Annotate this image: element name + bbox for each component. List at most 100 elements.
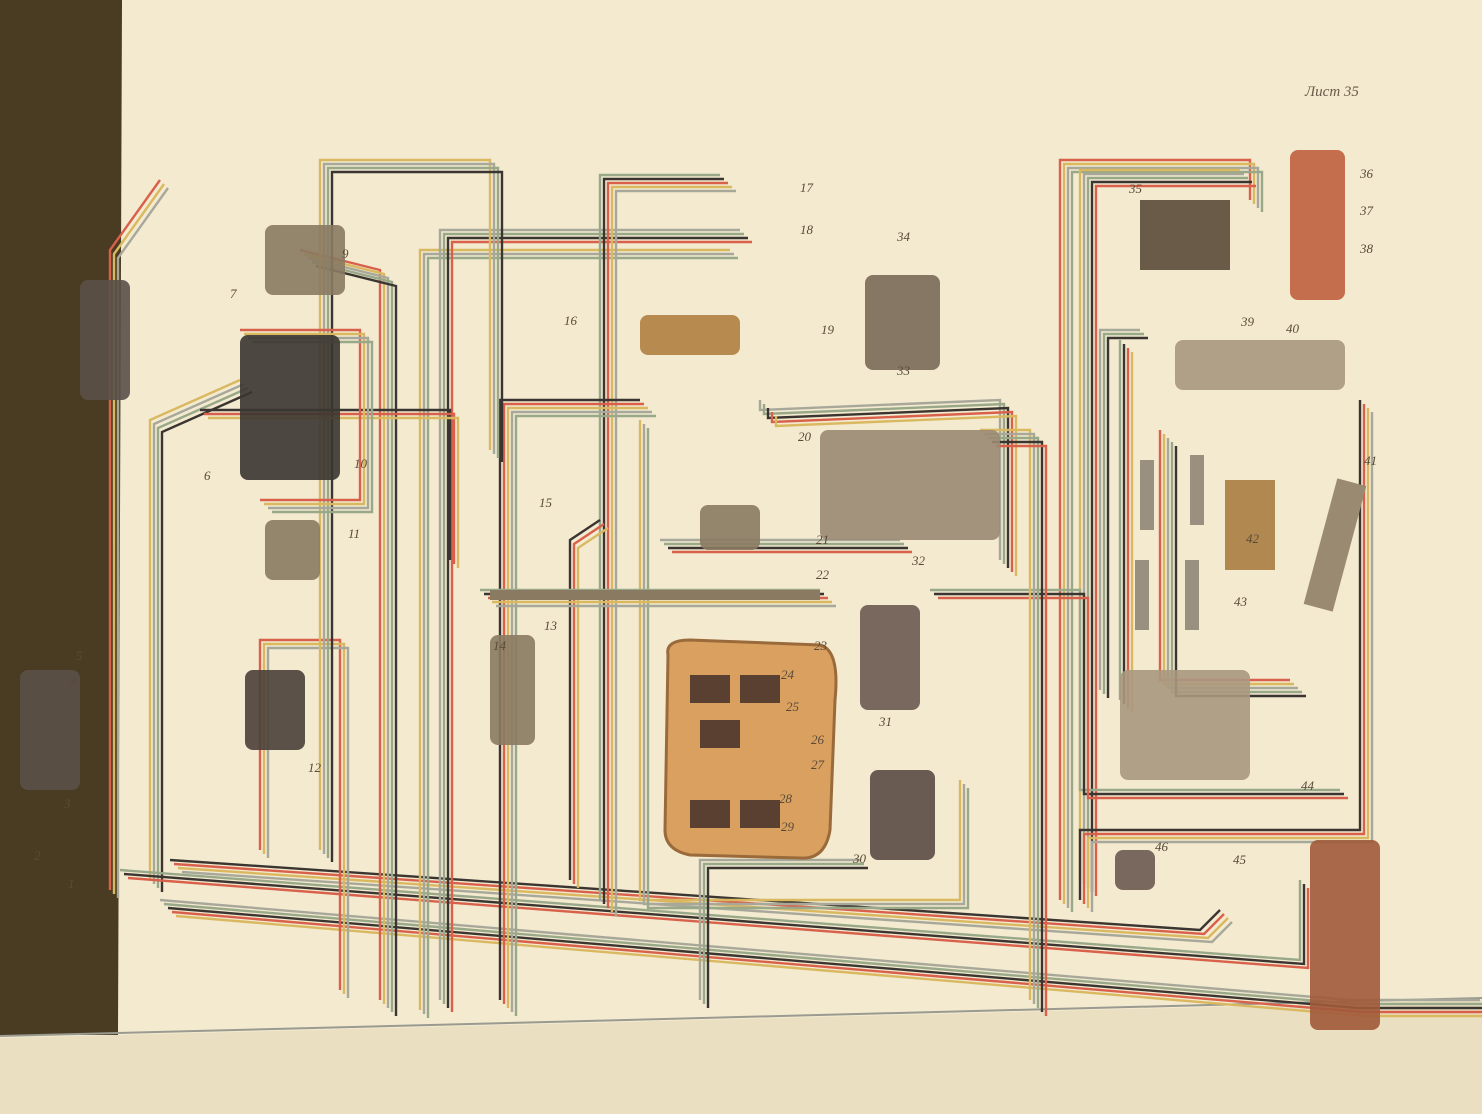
wire-harness bbox=[108, 158, 1482, 1018]
wire bbox=[610, 185, 732, 912]
wire bbox=[123, 872, 1306, 966]
wire bbox=[244, 332, 366, 506]
wire bbox=[266, 646, 350, 998]
spark-plug bbox=[1140, 460, 1154, 530]
wire bbox=[646, 428, 970, 910]
wire bbox=[1090, 180, 1252, 892]
component-label-4: 4 bbox=[70, 674, 77, 689]
component-label-12: 12 bbox=[308, 760, 322, 775]
wire bbox=[160, 390, 253, 892]
wire bbox=[438, 228, 740, 1000]
wire bbox=[614, 189, 736, 916]
wire bbox=[774, 414, 1018, 576]
wire bbox=[980, 428, 1032, 1000]
wire bbox=[1086, 408, 1370, 908]
relay-33 bbox=[865, 275, 940, 370]
wire bbox=[173, 862, 1225, 936]
component-label-28: 28 bbox=[779, 791, 793, 806]
wire bbox=[992, 440, 1044, 1012]
wire bbox=[770, 410, 1014, 572]
wire bbox=[177, 866, 1229, 940]
connector-35 bbox=[1140, 200, 1230, 270]
component-label-22: 22 bbox=[816, 567, 830, 582]
component-label-20: 20 bbox=[798, 429, 812, 444]
component-label-40: 40 bbox=[1286, 321, 1300, 336]
component-label-18: 18 bbox=[800, 222, 814, 237]
component-label-35: 35 bbox=[1128, 181, 1143, 196]
starter-motor bbox=[820, 430, 1000, 540]
component-label-36: 36 bbox=[1359, 166, 1374, 181]
wire bbox=[127, 876, 1310, 970]
wire bbox=[698, 858, 860, 1000]
gauge bbox=[740, 675, 780, 703]
relay-30 bbox=[870, 770, 935, 860]
shaft-14-23 bbox=[490, 590, 820, 600]
wire bbox=[638, 420, 962, 902]
wire bbox=[330, 170, 504, 862]
voltage-regulator bbox=[245, 670, 305, 750]
wire bbox=[1070, 170, 1264, 912]
sheet-header: Лист 35 bbox=[1304, 84, 1359, 100]
component-label-21: 21 bbox=[816, 532, 829, 547]
wire bbox=[116, 187, 169, 898]
wire bbox=[576, 527, 609, 888]
spark-plug bbox=[1190, 455, 1204, 525]
component-label-38: 38 bbox=[1359, 241, 1374, 256]
wire bbox=[442, 232, 744, 1004]
component-label-13: 13 bbox=[544, 618, 558, 633]
components bbox=[20, 150, 1380, 1030]
component-label-45: 45 bbox=[1233, 852, 1247, 867]
wire bbox=[598, 173, 720, 900]
spark-plug bbox=[1135, 560, 1149, 630]
wire bbox=[112, 183, 165, 894]
component-label-5: 5 bbox=[76, 648, 83, 663]
wire bbox=[152, 382, 245, 884]
wire bbox=[510, 410, 652, 1012]
component-label-9: 9 bbox=[342, 246, 349, 261]
wire bbox=[702, 862, 864, 1004]
wire bbox=[572, 523, 605, 884]
wire bbox=[498, 398, 640, 1000]
horn-41 bbox=[1303, 478, 1367, 612]
component-label-31: 31 bbox=[878, 714, 892, 729]
tail-lamp-36-38 bbox=[1290, 150, 1345, 300]
lower-page bbox=[0, 1000, 1482, 1114]
fuse-box bbox=[240, 335, 340, 480]
wire bbox=[1062, 162, 1256, 904]
wire bbox=[446, 236, 748, 1008]
wire bbox=[148, 378, 241, 880]
component-labels: 1234567910111213141516171819202122232425… bbox=[34, 166, 1377, 891]
wire bbox=[766, 406, 1010, 568]
component-label-27: 27 bbox=[811, 757, 825, 772]
component-label-16: 16 bbox=[564, 313, 578, 328]
component-label-37: 37 bbox=[1359, 203, 1374, 218]
wire bbox=[506, 406, 648, 1008]
wire bbox=[418, 248, 730, 1010]
wire bbox=[938, 596, 1348, 800]
component-label-42: 42 bbox=[1246, 531, 1260, 546]
wire bbox=[1102, 332, 1144, 694]
component-label-17: 17 bbox=[800, 180, 814, 195]
wire bbox=[1066, 166, 1260, 908]
component-label-10: 10 bbox=[354, 456, 368, 471]
component-label-30: 30 bbox=[852, 851, 867, 866]
gauge bbox=[700, 720, 740, 748]
wire bbox=[1058, 158, 1252, 900]
wire bbox=[602, 177, 724, 904]
fuel-pump-40 bbox=[1175, 340, 1345, 390]
component-label-43: 43 bbox=[1234, 594, 1248, 609]
wire bbox=[934, 592, 1344, 796]
wire bbox=[762, 402, 1006, 564]
wire bbox=[169, 858, 1221, 932]
component-label-32: 32 bbox=[911, 553, 926, 568]
distributor-42 bbox=[1225, 480, 1275, 570]
component-label-25: 25 bbox=[786, 699, 800, 714]
tail-lamp-right bbox=[1310, 840, 1380, 1030]
spark-plug bbox=[1185, 560, 1199, 630]
ignition-coil bbox=[490, 635, 535, 745]
generator bbox=[265, 225, 345, 295]
wire bbox=[1078, 400, 1362, 900]
component-label-14: 14 bbox=[493, 638, 507, 653]
distributor-mount bbox=[265, 520, 320, 580]
gauge bbox=[690, 675, 730, 703]
